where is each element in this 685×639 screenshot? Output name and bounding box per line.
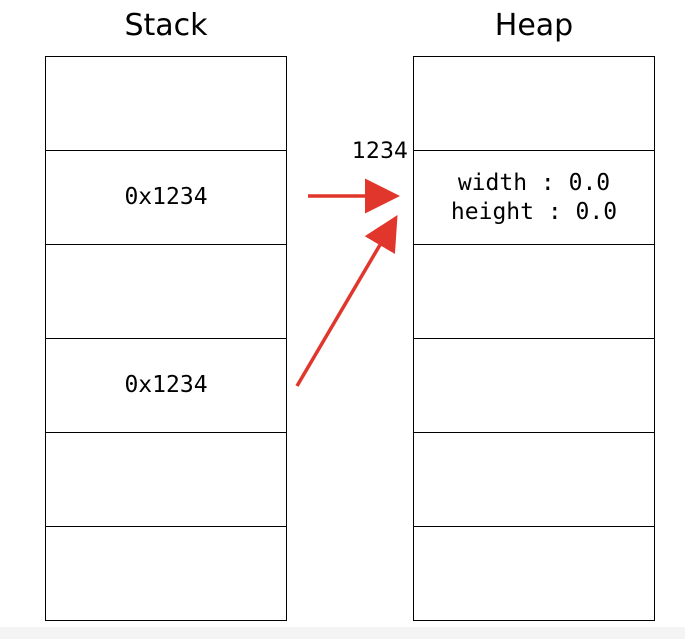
stack-cell-text: 0x1234: [124, 184, 208, 210]
stack-cell: [46, 433, 286, 527]
heap-cell-text: height : 0.0: [450, 198, 618, 225]
bottom-strip: [0, 627, 685, 639]
arrow-stack-3-to-heap: [295, 214, 398, 387]
stack-cell: [46, 57, 286, 151]
heap-cell: [414, 433, 654, 527]
heap-cell: [414, 339, 654, 433]
heap-cell: [414, 57, 654, 151]
heap-title: Heap: [494, 8, 574, 43]
stack-title: Stack: [124, 8, 208, 43]
heap-cell: [414, 527, 654, 621]
heap-cell-text: width : 0.0: [457, 169, 611, 196]
stack-column: 0x1234 0x1234: [45, 56, 287, 621]
stack-cell: 0x1234: [46, 339, 286, 433]
stack-cell: [46, 245, 286, 339]
stack-cell: [46, 527, 286, 621]
heap-address-label: 1234: [352, 139, 408, 164]
stack-cell: 0x1234: [46, 151, 286, 245]
stack-cell-text: 0x1234: [124, 372, 208, 398]
heap-cell: [414, 245, 654, 339]
